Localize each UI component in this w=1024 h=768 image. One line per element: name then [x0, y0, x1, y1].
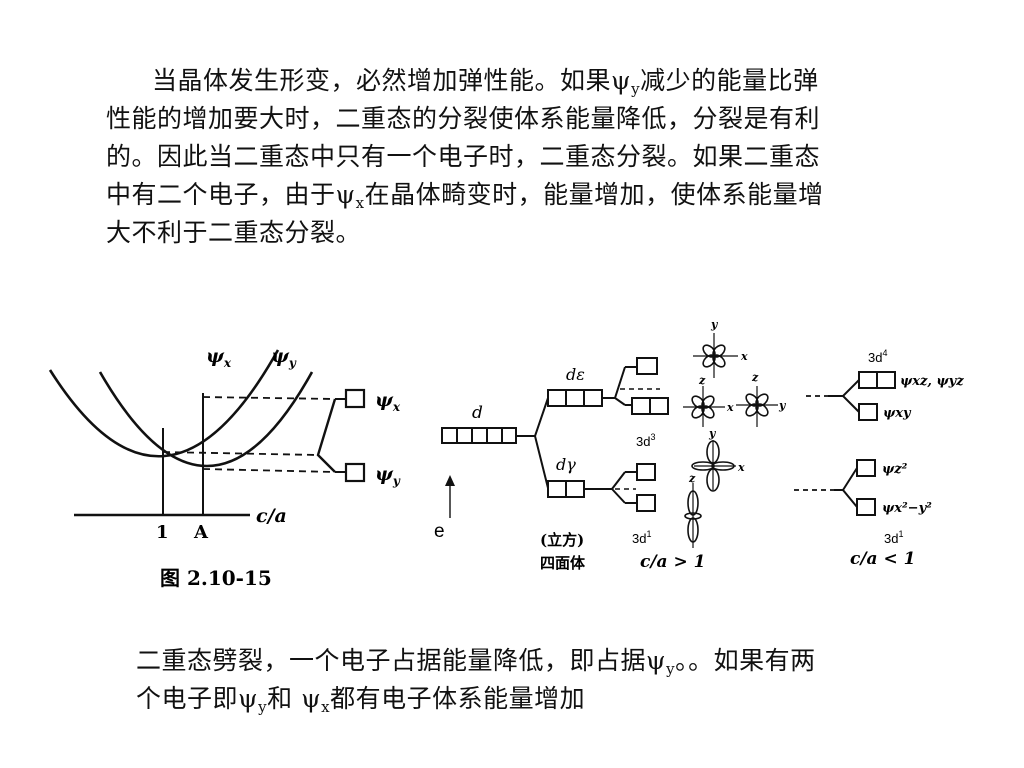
label-tetra-cubic: (立方): [540, 531, 584, 549]
para1-line-2: 性能的增加要大时，二重态的分裂使体系能量降低，分裂是有利: [106, 104, 821, 133]
d-gamma-split-lines: [610, 471, 626, 504]
orbital-dyz-sketch: z y: [736, 371, 787, 427]
d-level-splitting-diagram: d dε dγ 3d3: [434, 318, 964, 572]
psi-subscript: y: [666, 660, 676, 678]
orbital-dx2y2-sketch: y x: [691, 427, 745, 492]
tick-label-1: 1: [156, 522, 169, 543]
energy-curve-diagram: ψx ψy ψx ψy c/a 1 A 图 2.10-15: [48, 345, 401, 590]
text-segment: 个电子即: [136, 684, 239, 713]
text-segment: 在晶体畸变时，能量增加，使体系能量增: [364, 180, 824, 209]
d-split-lines: [533, 397, 549, 489]
paragraph-2: 二重态劈裂，一个电子占据能量降低，即占据ψy。。如果有两 个电子即ψy和 ψx都…: [136, 642, 916, 718]
label-right-r1: ψxz, ψyz: [900, 374, 964, 389]
label-3d1-right: 3d1: [884, 529, 903, 546]
label-3d1-middle: 3d1: [632, 529, 651, 546]
psi-subscript: x: [321, 698, 331, 716]
label-psi-x-curve: ψx: [206, 345, 232, 370]
para2-line-2: 个电子即ψy和 ψx都有电子体系能量增加: [136, 680, 916, 718]
orbital-box-psi-y: [344, 462, 366, 483]
para1-line-3: 的。因此当二重态中只有一个电子时，二重态分裂。如果二重态: [106, 142, 821, 171]
label-3d3: 3d3: [636, 432, 655, 449]
right-upper-split: [841, 379, 860, 413]
box-dg-upper: [636, 463, 656, 481]
orbital-dxy-sketch: y x: [693, 318, 748, 378]
label-d-gamma: dγ: [556, 455, 576, 474]
psi-subscript: y: [631, 80, 641, 98]
curve-psi-x: [48, 349, 280, 458]
psi-symbol: ψ: [611, 66, 632, 95]
para1-line-5: 大不利于二重态分裂。: [106, 218, 362, 247]
text-segment: 。。如果有两: [675, 646, 816, 675]
label-e: e: [434, 521, 445, 542]
d-epsilon-split-lines: [613, 366, 626, 406]
label-psi-y-curve: ψy: [271, 345, 297, 370]
svg-text:x: x: [726, 401, 734, 414]
axis-label-c-a: c/a: [256, 505, 287, 527]
box-right-r1: [858, 371, 896, 389]
d-level-boxes: [441, 427, 517, 444]
svg-text:z: z: [688, 472, 696, 485]
label-d-epsilon: dε: [566, 365, 585, 384]
box-right-r4: [856, 498, 876, 516]
label-right-r4: ψx²−y²: [882, 501, 932, 516]
e-arrowhead: [445, 475, 455, 486]
box-right-r3: [856, 459, 876, 477]
orbital-dz2-sketch: z: [684, 472, 702, 548]
svg-text:x: x: [740, 350, 748, 363]
svg-text:y: y: [778, 399, 787, 412]
text-segment: 和: [267, 684, 302, 713]
box-de-upper: [636, 357, 658, 375]
label-psi-y-level: ψy: [375, 463, 401, 488]
label-right-r2: ψxy: [883, 406, 912, 421]
text-segment: 二重态劈裂，一个电子占据能量降低，即占据: [136, 646, 647, 675]
label-d: d: [472, 403, 483, 423]
orbital-box-psi-x: [344, 388, 366, 409]
svg-text:x: x: [737, 461, 745, 474]
figure-crystal-field-splitting: ψx ψy ψx ψy c/a 1 A 图 2.10-15 d dε: [48, 318, 964, 590]
d-epsilon-boxes: [547, 389, 603, 407]
box-right-r2: [858, 403, 878, 421]
svg-text:y: y: [710, 318, 719, 331]
psi-subscript: x: [355, 194, 365, 212]
split-connector: [316, 398, 337, 473]
label-right-r3: ψz²: [882, 462, 908, 477]
orbital-dxz-sketch: z x: [683, 374, 734, 427]
label-psi-x-level: ψx: [375, 389, 401, 414]
d-gamma-boxes: [547, 480, 585, 498]
figure-caption: 图 2.10-15: [160, 566, 272, 590]
tick-label-A: A: [193, 522, 209, 543]
dash-mid: [162, 451, 319, 456]
svg-text:z: z: [751, 371, 759, 384]
psi-subscript: y: [258, 698, 268, 716]
text-segment: 减少的能量比弹: [640, 66, 819, 95]
psi-symbol: ψ: [646, 646, 667, 675]
label-cond-lt: c/a < 1: [850, 549, 916, 569]
box-dg-lower: [636, 494, 656, 512]
psi-symbol: ψ: [335, 180, 356, 209]
psi-symbol: ψ: [301, 684, 322, 713]
psi-symbol: ψ: [238, 684, 259, 713]
dash-upper: [202, 396, 336, 400]
box-de-lower: [631, 397, 669, 415]
label-tetrahedron: 四面体: [540, 554, 586, 572]
label-cond-gt: c/a > 1: [640, 552, 706, 572]
para1-line-1: 当晶体发生形变，必然增加弹性能。如果ψy减少的能量比弹: [106, 62, 906, 100]
para1-line-4: 中有二个电子，由于ψx在晶体畸变时，能量增加，使体系能量增: [106, 176, 906, 214]
para2-line-1: 二重态劈裂，一个电子占据能量降低，即占据ψy。。如果有两: [136, 642, 916, 680]
dash-lower: [202, 468, 336, 473]
svg-text:z: z: [698, 374, 706, 387]
svg-text:y: y: [708, 427, 717, 440]
right-lower-split: [841, 467, 858, 508]
text-segment: 都有电子体系能量增加: [330, 684, 586, 713]
paragraph-1: 当晶体发生形变，必然增加弹性能。如果ψy减少的能量比弹 性能的增加要大时，二重态…: [106, 62, 906, 252]
text-segment: 中有二个电子，由于: [106, 180, 336, 209]
label-3d4: 3d4: [868, 348, 887, 365]
text-segment: 当晶体发生形变，必然增加弹性能。如果: [152, 66, 612, 95]
curve-psi-y: [98, 371, 314, 468]
